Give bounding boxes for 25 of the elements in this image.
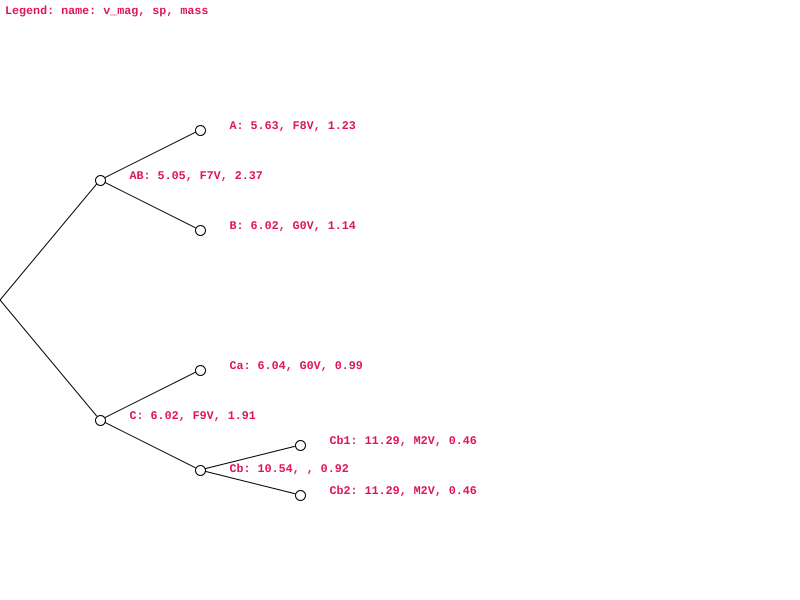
tree-branch-line [204, 470, 296, 494]
tree-branch-line [204, 446, 296, 470]
star-label: B: 6.02, G0V, 1.14 [230, 221, 356, 233]
tree-branch-line [104, 132, 196, 178]
circle-node [294, 490, 306, 500]
circle-node [194, 124, 206, 136]
tree-branch-line [104, 422, 196, 468]
star-label: Ca: 6.04, G0V, 0.99 [230, 361, 363, 373]
circle-node [294, 440, 306, 450]
circle-node [194, 224, 206, 236]
star-label: Cb1: 11.29, M2V, 0.46 [330, 436, 477, 448]
star-label: A: 5.63, F8V, 1.23 [230, 121, 356, 133]
legend-note: Legend: name: v_mag, sp, mass [5, 6, 208, 18]
tree-branch-line [104, 372, 196, 418]
circle-node [194, 364, 206, 376]
tree-branch-line [104, 182, 196, 228]
star-label: Cb: 10.54, , 0.92 [230, 464, 349, 476]
tree-branch-line [0, 300, 98, 417]
circle-node [94, 414, 106, 426]
star-label: AB: 5.05, F7V, 2.37 [130, 171, 263, 183]
star-label: Cb2: 11.29, M2V, 0.46 [330, 486, 477, 498]
circle-node [94, 174, 106, 186]
circle-node [194, 464, 206, 476]
tree-branch-line [0, 183, 98, 300]
star-label: C: 6.02, F9V, 1.91 [130, 411, 256, 423]
